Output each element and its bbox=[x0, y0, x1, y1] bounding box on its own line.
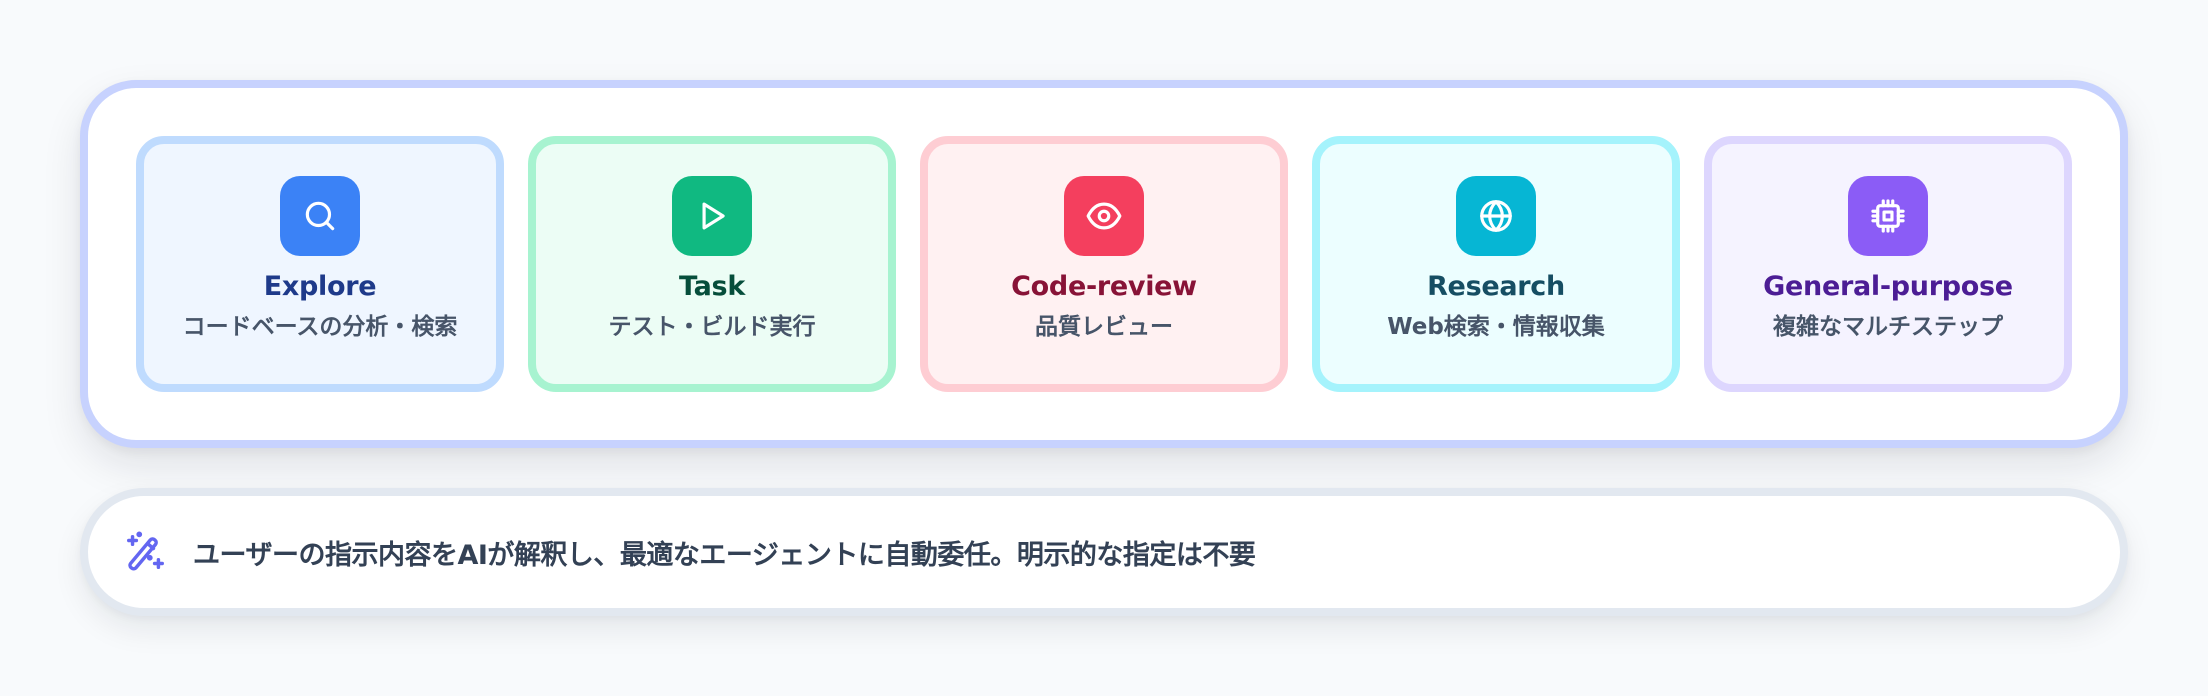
agent-card-general-purpose[interactable]: General-purpose 複雑なマルチステップ bbox=[1704, 136, 2072, 392]
agent-card-task[interactable]: Task テスト・ビルド実行 bbox=[528, 136, 896, 392]
auto-delegation-note: ユーザーの指示内容をAIが解釈し、最適なエージェントに自動委任。明示的な指定は不… bbox=[80, 488, 2128, 616]
magic-wand-icon bbox=[122, 529, 168, 575]
cpu-icon bbox=[1848, 176, 1928, 256]
agent-title: Code-review bbox=[1011, 271, 1197, 302]
note-text: ユーザーの指示内容をAIが解釈し、最適なエージェントに自動委任。明示的な指定は不… bbox=[193, 539, 1256, 571]
play-icon bbox=[672, 176, 752, 256]
agent-title: General-purpose bbox=[1763, 271, 2013, 302]
agent-title: Explore bbox=[263, 271, 377, 302]
agent-description: コードベースの分析・検索 bbox=[182, 314, 458, 340]
agent-card-code-review[interactable]: Code-review 品質レビュー bbox=[920, 136, 1288, 392]
search-icon bbox=[280, 176, 360, 256]
agent-card-research[interactable]: Research Web検索・情報収集 bbox=[1312, 136, 1680, 392]
agent-title: Task bbox=[679, 271, 745, 302]
agent-description: Web検索・情報収集 bbox=[1387, 314, 1605, 340]
eye-icon bbox=[1064, 176, 1144, 256]
globe-icon bbox=[1456, 176, 1536, 256]
agent-card-explore[interactable]: Explore コードベースの分析・検索 bbox=[136, 136, 504, 392]
agent-types-panel: Explore コードベースの分析・検索 Task テスト・ビルド実行 Code… bbox=[80, 80, 2128, 448]
agent-description: テスト・ビルド実行 bbox=[608, 314, 816, 340]
agent-description: 複雑なマルチステップ bbox=[1773, 314, 2003, 340]
agent-card-list: Explore コードベースの分析・検索 Task テスト・ビルド実行 Code… bbox=[136, 136, 2072, 392]
agent-description: 品質レビュー bbox=[1035, 314, 1173, 340]
agent-title: Research bbox=[1427, 271, 1565, 302]
